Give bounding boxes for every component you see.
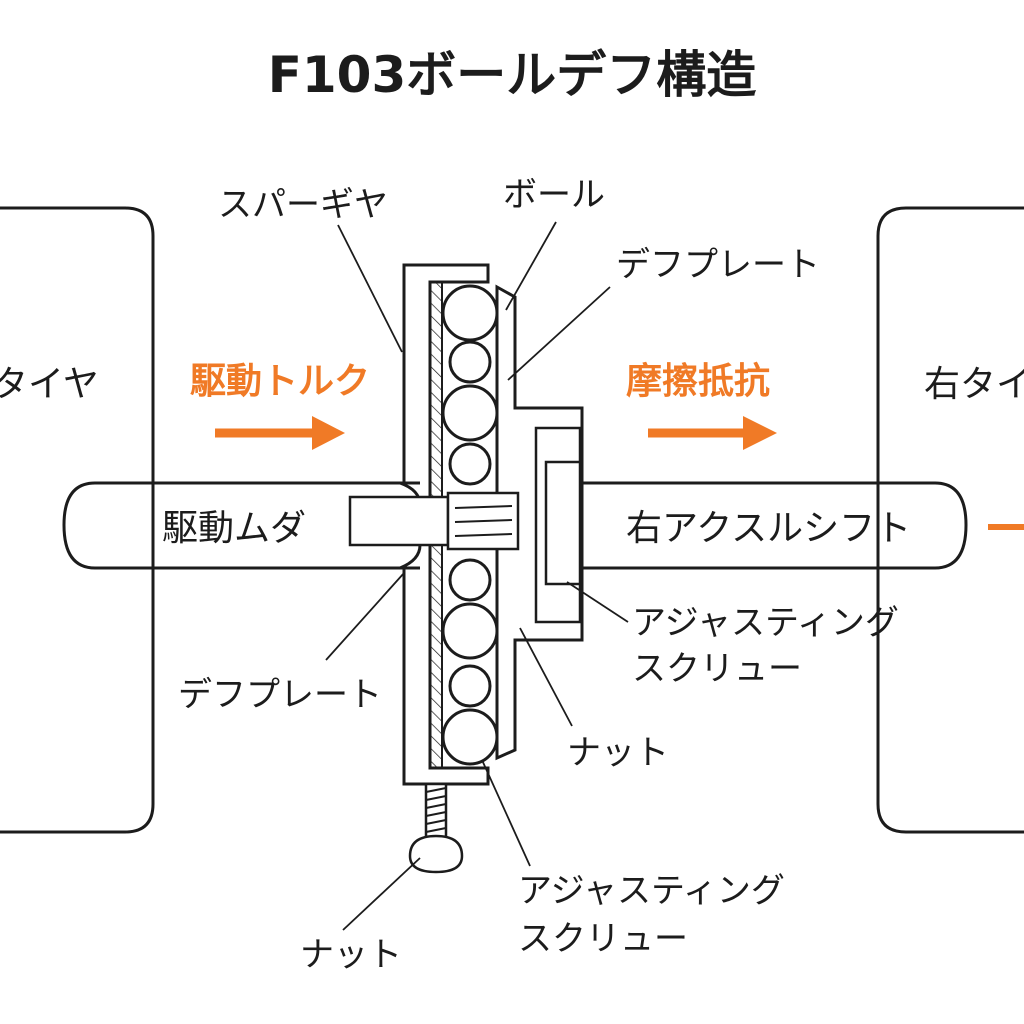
ball-5	[448, 558, 492, 602]
left-tire-label: タイヤ	[0, 364, 99, 405]
right-tire	[876, 206, 1024, 834]
left-axle-label: 駆動ムダ	[162, 508, 306, 549]
left-axle	[62, 481, 420, 570]
adjusting-screw-right-label-line2: スクリュー	[632, 649, 802, 689]
nut-middle-label: ナット	[567, 733, 669, 773]
diagram-title: F103ボールデフ構造	[268, 46, 757, 104]
friction-arrow	[648, 416, 777, 450]
diff-plate-bottom-leader	[325, 572, 405, 661]
drive-torque-label: 駆動トルク	[190, 361, 370, 402]
adjusting-screw-bottom-leader	[481, 759, 531, 867]
diff-plate-right	[495, 284, 584, 761]
ball-6	[441, 602, 499, 660]
spur-gear-leader	[337, 224, 403, 353]
adjusting-screw-right-leader	[566, 581, 629, 623]
nut-bottom-label: ナット	[300, 935, 402, 975]
center-shaft	[348, 491, 520, 551]
ball-leader	[505, 221, 557, 311]
adjusting-screw-bottom-label-line2: スクリュー	[518, 919, 688, 959]
diff-plate-top-leader	[507, 286, 611, 381]
left-tire	[0, 206, 155, 834]
right-axle	[580, 481, 968, 570]
adjusting-screw-bottom-label-line1: アジャスティング	[518, 871, 785, 911]
ball-2	[448, 340, 492, 384]
spur-gear-label: スパーギヤ	[218, 185, 388, 225]
diff-plate-bottom-label: デフプレート	[178, 675, 382, 715]
balls	[441, 284, 499, 766]
adjusting-screw-right-label-line1: アジャスティング	[632, 603, 899, 643]
ball-label: ボール	[503, 175, 605, 215]
ball-4	[448, 442, 492, 486]
diff-plate-top-label: デフプレート	[616, 245, 820, 285]
friction-label: 摩擦抵抗	[626, 360, 770, 402]
ball-8	[441, 708, 499, 766]
ball-7	[448, 664, 492, 708]
drive-torque-arrow	[215, 416, 345, 450]
nut-bottom-leader	[342, 857, 421, 931]
right-axle-label: 右アクスルシフト	[626, 508, 911, 549]
bottom-adjusting-screw	[408, 782, 464, 874]
adjusting-screw-housing	[534, 426, 582, 624]
right-tire-label: 右タイ	[924, 364, 1024, 405]
nut-middle-leader	[519, 627, 573, 727]
ball-1	[441, 284, 499, 342]
ball-3	[441, 384, 499, 442]
